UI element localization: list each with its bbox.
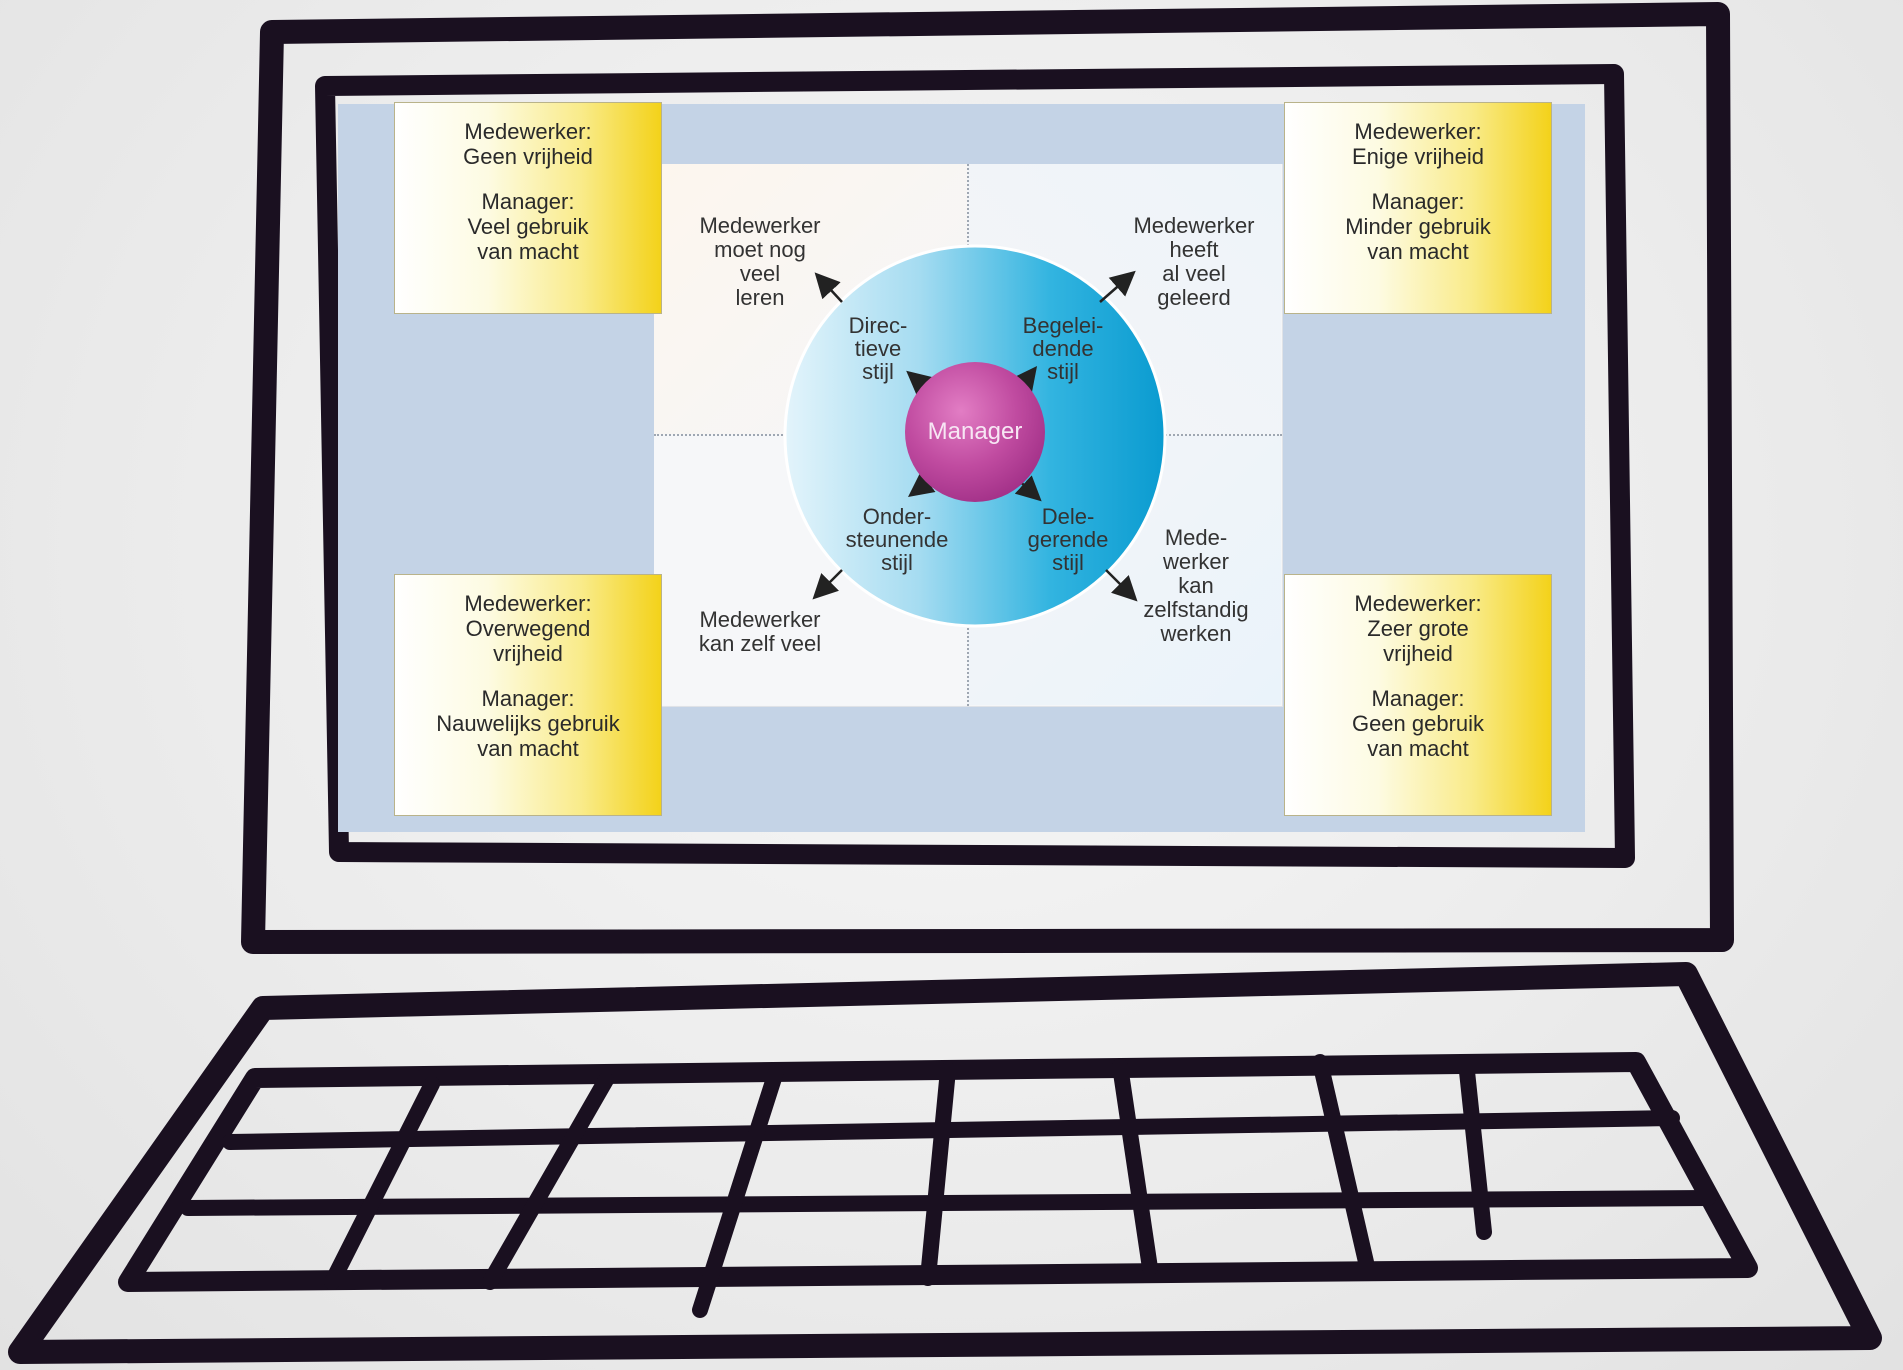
manager-label: Manager (927, 418, 1023, 445)
arrow-outer-br (1105, 569, 1138, 602)
outer-label-top-left: Medewerker moet nog veel leren (699, 213, 821, 310)
style-coaching: Begelei- dende stijl (1022, 313, 1104, 384)
base-frame (8, 962, 1882, 1364)
screen-bezel (315, 64, 1635, 868)
arrow-outer-bl (812, 569, 843, 600)
outer-label-top-right: Medewerker heeft al veel geleerd (1133, 213, 1255, 310)
outer-label-bottom-left: Medewerker kan zelf veel (698, 607, 822, 656)
style-supporting: Onder- steunende stijl (845, 504, 949, 575)
note-delegating: Medewerker: Zeer grote vrijheid Manager:… (1284, 574, 1552, 816)
lid-frame (241, 2, 1734, 954)
note-directive: Medewerker: Geen vrijheid Manager: Veel … (394, 102, 662, 314)
arrow-outer-tr (1099, 270, 1136, 303)
note-coaching: Medewerker: Enige vrijheid Manager: Mind… (1284, 102, 1552, 314)
manager-circle: Manager (905, 362, 1045, 502)
keyboard-frame (118, 1052, 1758, 1292)
style-delegating: Dele- gerende stijl (1027, 504, 1109, 575)
style-directive: Direc- tieve stijl (848, 313, 908, 384)
arrow-outer-tl (814, 272, 843, 303)
note-supporting: Medewerker: Overwegend vrijheid Manager:… (394, 574, 662, 816)
outer-label-bottom-right: Mede- werker kan zelfstandig werken (1143, 525, 1249, 646)
